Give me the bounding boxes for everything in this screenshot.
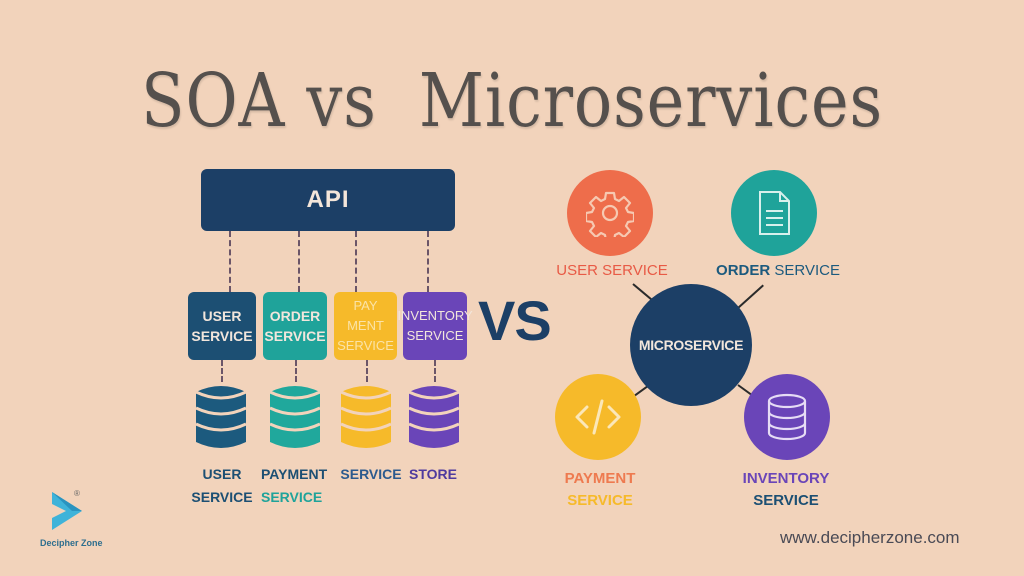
db-label-payment: PAYMENT SERVICE — [261, 463, 335, 509]
decipher-zone-logo-icon — [52, 492, 82, 530]
website-url: www.decipherzone.com — [780, 528, 960, 547]
service-label: USER — [202, 308, 242, 324]
microservice-hub: MICROSERVICE — [630, 284, 752, 406]
code-icon — [575, 399, 621, 435]
page-title: SOA vs Microservices — [140, 58, 883, 144]
service-label: INVENTORY — [397, 308, 473, 323]
order-service-label: ORDER SERVICE — [708, 260, 848, 282]
soa-user-service: USER SERVICE — [188, 292, 256, 360]
db-label-user: USER SERVICE — [186, 463, 258, 509]
db-label-line: PAYMENT — [261, 466, 328, 482]
connector-line — [427, 231, 429, 292]
service-label: SERVICE — [191, 328, 253, 344]
payment-service-label: PAYMENT SERVICE — [548, 468, 652, 512]
service-label: SERVICE — [337, 338, 394, 353]
document-icon — [759, 191, 790, 235]
payment-label-line: SERVICE — [567, 492, 633, 509]
database-icon — [340, 386, 392, 448]
connector-line — [229, 231, 231, 292]
hub-label: MICROSERVICE — [638, 337, 744, 353]
user-service-node — [567, 170, 653, 256]
database-icon — [408, 386, 460, 448]
connector-line — [355, 231, 357, 292]
inventory-service-node — [744, 374, 830, 460]
order-label-bold: ORDER — [716, 262, 771, 279]
user-service-label: USER SERVICE — [556, 262, 668, 279]
order-service-node — [731, 170, 817, 256]
soa-payment-service: PAY MENT SERVICE — [334, 292, 397, 360]
connector-line — [295, 360, 297, 382]
service-label: SERVICE — [406, 328, 464, 343]
api-label: API — [306, 186, 350, 213]
gear-icon — [586, 191, 634, 237]
inventory-label-line: SERVICE — [753, 492, 819, 509]
db-label-line: SERVICE — [340, 466, 402, 482]
service-label: SERVICE — [264, 328, 326, 344]
db-label-store: STORE — [405, 463, 461, 486]
connector-line — [221, 360, 223, 382]
service-label: PAY MENT — [347, 298, 384, 333]
db-label-line: USER — [202, 466, 242, 482]
db-label-line: SERVICE — [261, 489, 323, 505]
payment-label-line: PAYMENT — [564, 470, 636, 487]
api-box: API — [201, 169, 455, 231]
database-icon — [195, 386, 247, 448]
service-label: ORDER — [269, 308, 321, 324]
database-icon — [269, 386, 321, 448]
soa-order-service: ORDER SERVICE — [263, 292, 327, 360]
db-label-line: SERVICE — [191, 489, 253, 505]
payment-service-node — [555, 374, 641, 460]
registered-mark: ® — [74, 489, 80, 498]
connector-line — [366, 360, 368, 382]
db-label-line: STORE — [409, 466, 457, 482]
order-label-rest: SERVICE — [770, 262, 840, 279]
logo-text: Decipher Zone — [40, 538, 103, 548]
inventory-label-line: INVENTORY — [742, 470, 830, 487]
connector-line — [434, 360, 436, 382]
db-label-service: SERVICE — [338, 463, 404, 486]
soa-inventory-service: INVENTORY SERVICE — [397, 292, 473, 360]
connector-line — [298, 231, 300, 292]
connector-line — [737, 284, 764, 309]
vs-label: VS — [478, 289, 552, 352]
inventory-service-label: INVENTORY SERVICE — [728, 468, 844, 512]
database-icon — [767, 393, 807, 441]
